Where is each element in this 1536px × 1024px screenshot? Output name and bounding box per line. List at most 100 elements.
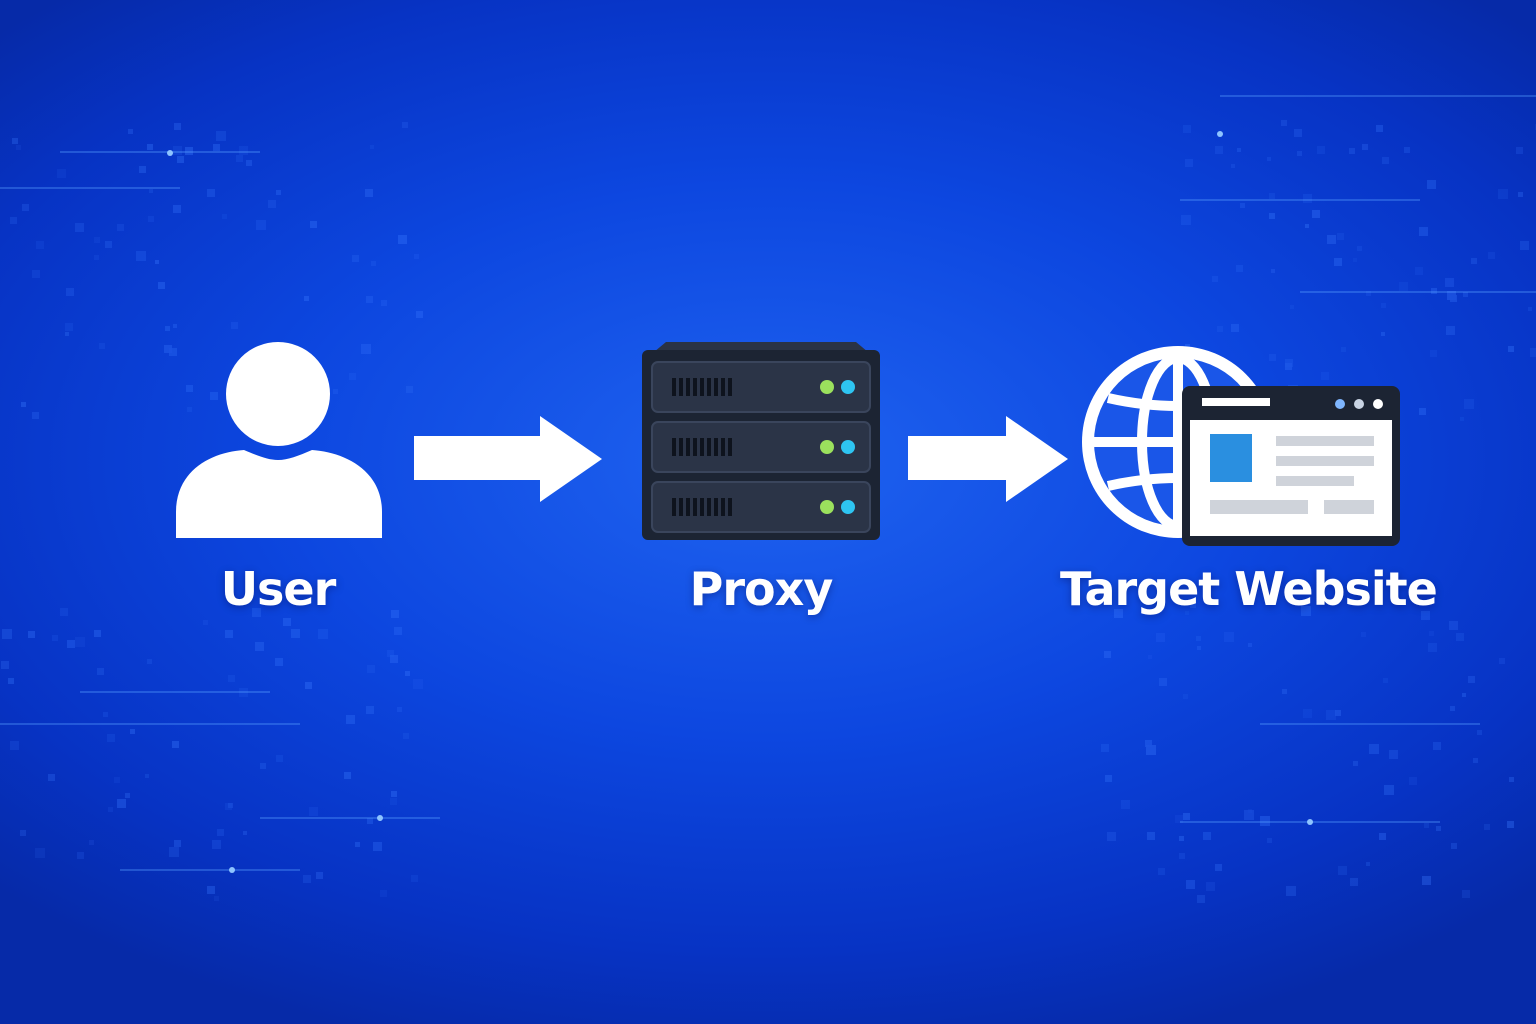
server-vent — [672, 378, 676, 396]
bg-dot — [1353, 258, 1357, 262]
server-vent — [728, 498, 732, 516]
bg-dot — [1121, 800, 1130, 809]
bg-dot — [12, 138, 18, 144]
bg-dot — [1327, 235, 1336, 244]
bg-dot — [403, 733, 409, 739]
bg-dot — [1447, 291, 1456, 300]
bg-dot — [1366, 862, 1370, 866]
server-vent — [693, 378, 697, 396]
bg-dot — [1422, 876, 1431, 885]
bg-dot — [65, 323, 73, 331]
bg-dot — [28, 631, 35, 638]
bg-dot — [1379, 833, 1386, 840]
bg-dot — [1244, 810, 1254, 820]
bg-dot — [1186, 880, 1195, 889]
bg-dot — [108, 807, 113, 812]
server-stack-icon — [642, 342, 880, 540]
server-led — [820, 440, 834, 454]
bg-dot — [414, 254, 419, 259]
bg-dot — [1290, 305, 1294, 309]
bg-dot — [1366, 291, 1371, 296]
bg-dot — [1231, 164, 1235, 168]
bg-dot — [10, 217, 17, 224]
bg-dot — [210, 392, 218, 400]
bg-dot — [1419, 408, 1426, 415]
bg-dot — [149, 189, 153, 193]
server-led — [820, 380, 834, 394]
bg-dot — [387, 650, 394, 657]
bg-dot — [148, 216, 154, 222]
bg-dot — [1431, 288, 1437, 294]
bg-dot — [20, 830, 26, 836]
bg-dot — [1338, 866, 1347, 875]
bg-dot — [186, 385, 193, 392]
bg-dot — [1267, 157, 1271, 161]
bg-dot — [246, 160, 252, 166]
bg-dot — [1286, 886, 1296, 896]
bg-dot — [1183, 694, 1188, 699]
bg-dot — [1203, 832, 1211, 840]
bg-dot — [1376, 125, 1383, 132]
bg-dot — [1335, 710, 1341, 716]
bg-dot — [117, 224, 124, 231]
bg-dot — [145, 774, 149, 778]
bg-dot — [391, 791, 397, 797]
bg-dot — [177, 156, 184, 163]
bg-dot — [1464, 399, 1474, 409]
server-vent — [693, 498, 697, 516]
bg-dot — [164, 345, 172, 353]
bg-dot — [402, 122, 408, 128]
bg-dot — [1101, 744, 1109, 752]
node-label-target-website: Target Website — [1060, 562, 1438, 616]
bg-dot — [1185, 611, 1189, 615]
bg-dot — [1383, 678, 1388, 683]
bg-dot — [304, 296, 309, 301]
bg-dot — [66, 288, 74, 296]
bg-dot — [333, 389, 338, 394]
bg-dot — [228, 803, 233, 808]
bg-dot — [8, 678, 14, 684]
bg-dot — [32, 270, 40, 278]
bg-dot — [1477, 730, 1482, 735]
bg-dot — [1212, 276, 1218, 282]
bg-dot — [32, 412, 39, 419]
bg-dot — [355, 842, 360, 847]
bg-dot — [2, 629, 12, 639]
bg-dot — [1357, 246, 1362, 251]
bg-dot — [97, 668, 104, 675]
bg-dot — [1269, 193, 1275, 199]
server-vent — [728, 438, 732, 456]
bg-dot — [1175, 815, 1183, 823]
bg-dot — [1362, 144, 1368, 150]
bg-dot — [1341, 347, 1346, 352]
bg-dot — [231, 322, 238, 329]
bg-dot — [1530, 348, 1536, 357]
server-vent — [721, 498, 725, 516]
bg-dot — [1428, 643, 1437, 652]
bg-dot — [22, 204, 29, 211]
bg-dot — [1450, 295, 1457, 302]
bg-dot — [239, 688, 248, 697]
bg-dot — [1156, 633, 1165, 642]
server-vent — [679, 498, 683, 516]
bg-dot — [1281, 120, 1287, 126]
bg-dot — [1369, 744, 1379, 754]
bg-dot — [1206, 882, 1215, 891]
bg-dot — [222, 214, 227, 219]
bg-dot — [367, 665, 375, 673]
bg-dot — [283, 618, 291, 626]
bg-dot — [252, 608, 261, 617]
bg-dot — [187, 407, 192, 412]
bg-dot — [236, 155, 243, 162]
bg-dot — [1456, 633, 1464, 641]
bg-dot — [260, 763, 266, 769]
bg-dot — [1508, 346, 1514, 352]
bg-dot — [1303, 194, 1312, 203]
server-vent — [707, 498, 711, 516]
bg-dot — [139, 166, 146, 173]
bg-dot — [1404, 147, 1410, 153]
bg-dot — [1240, 203, 1245, 208]
bg-dot — [125, 793, 130, 798]
server-led — [820, 500, 834, 514]
bg-dot — [367, 818, 373, 824]
